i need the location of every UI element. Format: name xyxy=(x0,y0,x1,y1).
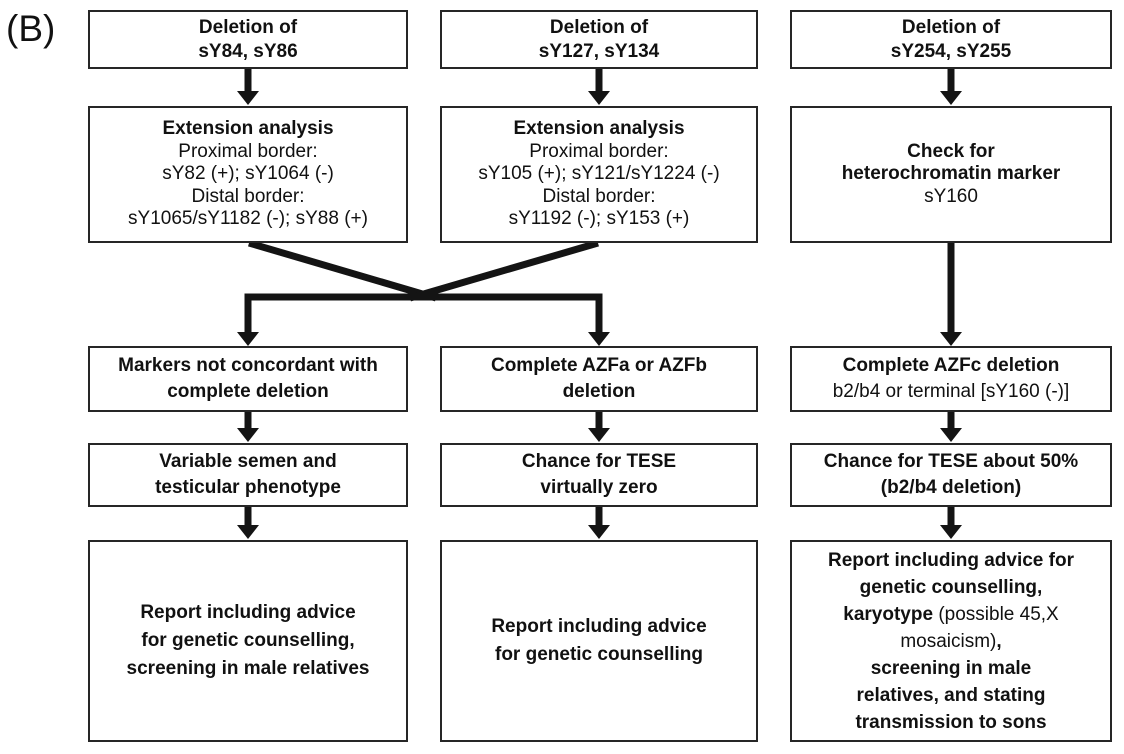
text-line: Complete AZFc deletion xyxy=(842,355,1060,376)
box-complete-azfc: Complete AZFc deletion b2/b4 or terminal… xyxy=(790,346,1112,412)
arrowhead-c1-bottom xyxy=(237,525,259,539)
text-line: relatives, and stating xyxy=(856,684,1046,706)
text-line: Complete AZFa or AZFb xyxy=(490,355,708,376)
text-line: Chance for TESE xyxy=(521,451,677,472)
box-report-azfa: Report including advice for genetic coun… xyxy=(88,540,408,742)
text-line: Deletion of xyxy=(198,16,298,38)
box-complete-azfa-azfb: Complete AZFa or AZFb deletion xyxy=(440,346,758,412)
text-line: Distal border: xyxy=(191,185,305,207)
box-markers-not-concordant: Markers not concordant with complete del… xyxy=(88,346,408,412)
arrowhead-c3-mid xyxy=(940,428,962,442)
box-report-azfb: Report including advice for genetic coun… xyxy=(440,540,758,742)
text-line: Report including advice xyxy=(140,602,356,623)
text-line: Extension analysis xyxy=(162,118,334,140)
arrow-distribution-bar xyxy=(244,293,603,334)
text-line: sY1192 (-); sY153 (+) xyxy=(508,208,690,230)
text-line: virtually zero xyxy=(540,477,658,498)
text-line: Deletion of xyxy=(901,16,1001,38)
text-line: screening in male relatives xyxy=(126,658,370,679)
text-line: Chance for TESE about 50% xyxy=(823,451,1079,472)
text-line: for genetic counselling xyxy=(495,644,703,665)
arrowhead-c2-top xyxy=(588,91,610,105)
box-check-heterochromatin: Check for heterochromatin marker sY160 xyxy=(790,106,1112,243)
text-line: Proximal border: xyxy=(529,140,669,162)
arrow-cross-right-diagonal xyxy=(409,239,599,302)
text-line: Distal border: xyxy=(542,185,656,207)
text-line: Extension analysis xyxy=(513,118,685,140)
text-line: sY84, sY86 xyxy=(198,40,298,62)
box-report-azfc: Report including advice for genetic coun… xyxy=(790,540,1112,742)
text-line: karyotype (possible 45,X xyxy=(843,601,1058,628)
arrowhead-c3-long xyxy=(940,332,962,346)
arrowhead-c2-bottom xyxy=(588,525,610,539)
arrowhead-cross-left xyxy=(237,332,259,346)
arrowhead-c3-bottom xyxy=(940,525,962,539)
text-line: Check for xyxy=(907,140,995,162)
text-line: sY254, sY255 xyxy=(890,40,1012,62)
figure-label: (B) xyxy=(6,8,56,49)
arrow-cross-left-diagonal xyxy=(248,239,437,302)
text-line: Report including advice xyxy=(491,616,707,637)
text-segment: , xyxy=(996,630,1002,652)
text-line: Proximal border: xyxy=(178,140,318,162)
text-line: b2/b4 or terminal [sY160 (-)] xyxy=(832,381,1070,402)
box-deletion-azfc: Deletion of sY254, sY255 xyxy=(790,10,1112,69)
text-segment: mosaicism) xyxy=(900,630,997,652)
box-tese-zero: Chance for TESE virtually zero xyxy=(440,443,758,507)
text-line: Markers not concordant with xyxy=(118,355,378,376)
box-variable-phenotype: Variable semen and testicular phenotype xyxy=(88,443,408,507)
box-deletion-azfa: Deletion of sY84, sY86 xyxy=(88,10,408,69)
text-line: for genetic counselling, xyxy=(141,630,355,651)
text-line: Deletion of xyxy=(549,16,649,38)
box-tese-fifty: Chance for TESE about 50% (b2/b4 deletio… xyxy=(790,443,1112,507)
arrowhead-c1-mid xyxy=(237,428,259,442)
text-line: mosaicism), xyxy=(900,628,1001,655)
text-line: sY160 xyxy=(924,185,978,207)
arrowhead-c1-top xyxy=(237,91,259,105)
text-line: Report including advice for xyxy=(828,549,1074,571)
box-extension-analysis-azfa: Extension analysis Proximal border: sY82… xyxy=(88,106,408,243)
text-line: complete deletion xyxy=(167,381,329,402)
text-segment: (possible 45,X xyxy=(933,603,1059,625)
text-line: genetic counselling, xyxy=(859,576,1043,598)
arrowhead-cross-right xyxy=(588,332,610,346)
text-line: sY82 (+); sY1064 (-) xyxy=(162,163,334,185)
text-line: heterochromatin marker xyxy=(841,163,1061,185)
text-line: Variable semen and xyxy=(159,451,337,472)
text-line: transmission to sons xyxy=(855,711,1047,733)
text-line: deletion xyxy=(562,381,636,402)
text-line: sY1065/sY1182 (-); sY88 (+) xyxy=(128,208,368,230)
arrowhead-c3-top xyxy=(940,91,962,105)
text-line: (b2/b4 deletion) xyxy=(880,477,1022,498)
text-line: screening in male xyxy=(870,657,1032,679)
text-segment: karyotype xyxy=(843,603,934,625)
text-line: sY105 (+); sY121/sY1224 (-) xyxy=(478,163,720,185)
arrowhead-c2-mid xyxy=(588,428,610,442)
text-line: testicular phenotype xyxy=(155,477,341,498)
text-line: sY127, sY134 xyxy=(538,40,660,62)
box-extension-analysis-azfb: Extension analysis Proximal border: sY10… xyxy=(440,106,758,243)
box-deletion-azfb: Deletion of sY127, sY134 xyxy=(440,10,758,69)
